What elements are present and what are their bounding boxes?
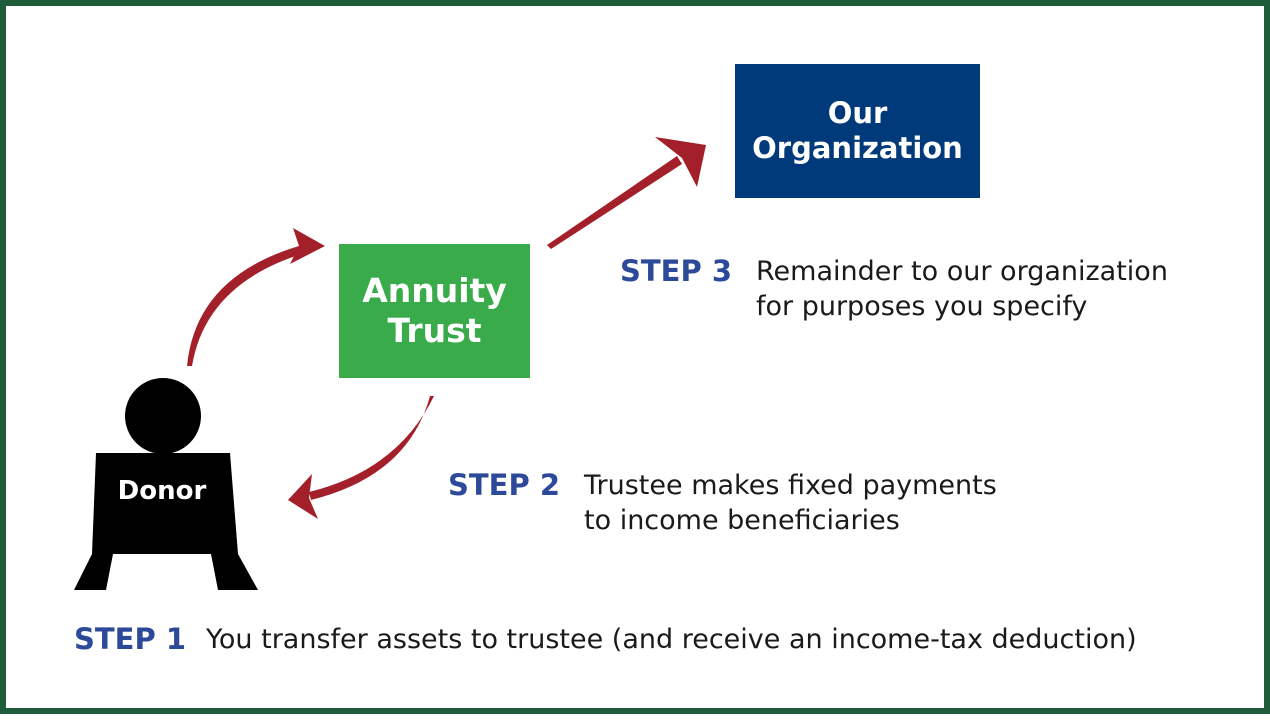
donor-body [74, 453, 258, 590]
step-1-description: You transfer assets to trustee (and rece… [206, 622, 1137, 657]
step-2-label: STEP 2 [448, 468, 561, 502]
step-3-line-2: for purposes you specify [756, 291, 1088, 323]
organization-label-line-2: Organization [752, 131, 963, 165]
step-3-label: STEP 3 [620, 254, 733, 288]
arrow-trust-to-organization [547, 137, 706, 249]
organization-label-line-1: Our [827, 95, 888, 130]
arrow-trust-to-donor [288, 396, 434, 519]
step-2-description: Trustee makes fixed payments to income b… [584, 468, 997, 538]
trust-label-line-1: Annuity [362, 270, 507, 310]
step-3-line-1: Remainder to our organization [756, 256, 1168, 287]
step-3-description: Remainder to our organization for purpos… [756, 254, 1168, 324]
donor-label: Donor [117, 476, 207, 506]
organization-box: Our Organization [735, 64, 980, 198]
arrow-donor-to-trust [187, 228, 325, 366]
step-2-line-2: to income beneficiaries [584, 505, 900, 537]
step-1-line-1: You transfer assets to trustee (and rece… [206, 624, 1137, 655]
donor-head [125, 378, 201, 454]
trust-label-line-2: Trust [387, 311, 482, 350]
step-2-line-1: Trustee makes fixed payments [584, 470, 997, 501]
annuity-trust-box: Annuity Trust [339, 244, 530, 378]
diagram-graphics [74, 137, 706, 590]
step-1-label: STEP 1 [74, 622, 187, 656]
